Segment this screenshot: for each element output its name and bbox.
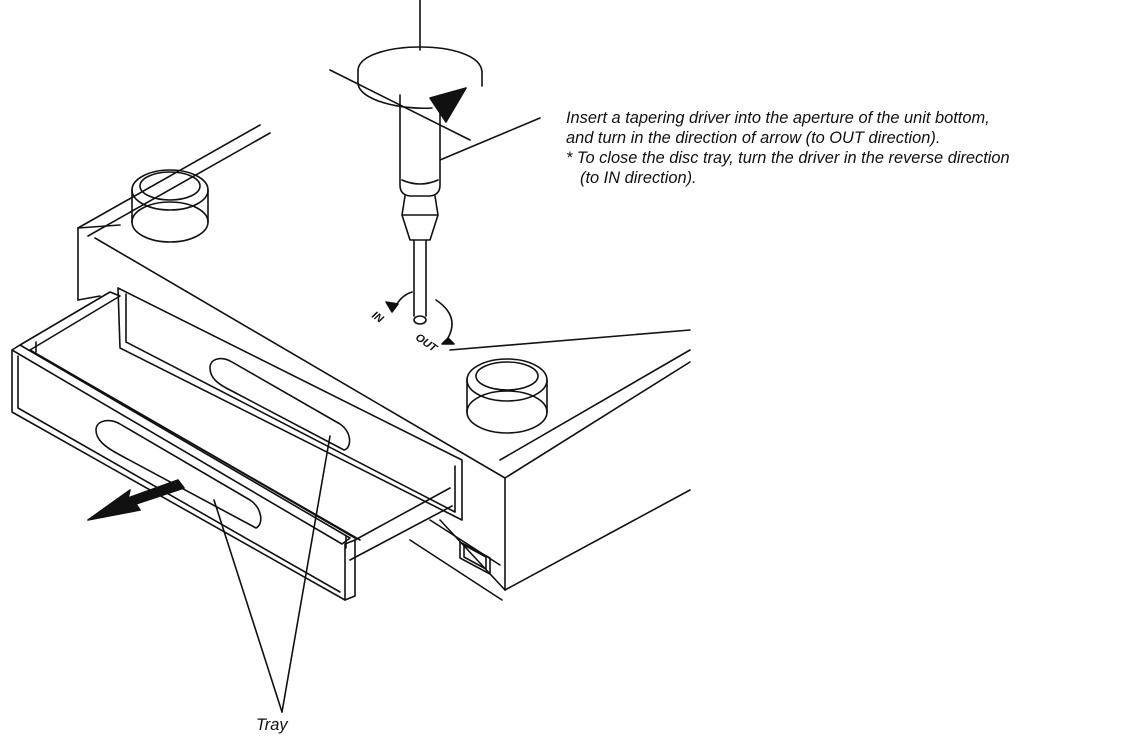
rotation-arrow-icon [357, 46, 483, 110]
in-arrowhead-icon [385, 301, 399, 313]
aperture [394, 291, 453, 339]
in-label: IN [369, 309, 386, 326]
foot-left [131, 169, 209, 243]
out-arrowhead-icon [441, 337, 455, 345]
tray-leader-lines [213, 435, 331, 713]
tray [11, 291, 453, 601]
instruction-callout: Insert a tapering driver into the apertu… [566, 108, 1125, 188]
callout-line-2: and turn in the direction of arrow (to O… [566, 129, 941, 147]
out-label: OUT [413, 332, 440, 356]
callout-note-line-1: * To close the disc tray, turn the drive… [566, 149, 1010, 167]
tray-slot [117, 287, 463, 521]
tray-label: Tray [256, 716, 288, 734]
callout-line-1: Insert a tapering driver into the apertu… [566, 109, 990, 127]
pull-out-arrow-icon [87, 479, 185, 521]
screwdriver [399, 0, 441, 317]
callout-leader-line [439, 117, 541, 161]
rotation-arrowhead-icon [429, 87, 467, 123]
callout-note-line-2: (to IN direction). [580, 169, 697, 187]
foot-right [466, 358, 548, 434]
connector [459, 541, 491, 575]
